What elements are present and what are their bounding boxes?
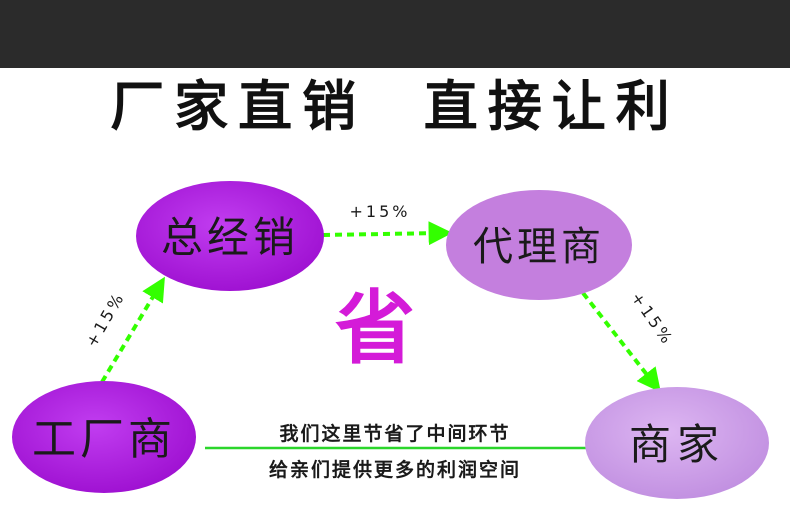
node-agent [446, 190, 632, 300]
node-factory [12, 381, 196, 493]
arrow-label-agent-merchant: +15% [627, 288, 678, 349]
headline: 厂家直销 直接让利 [0, 72, 790, 142]
bottom-text-line2: 给亲们提供更多的利润空间 [269, 458, 521, 481]
node-agent-label: 代理商 [473, 224, 605, 270]
arrow-label-factory-distributor: +15% [82, 288, 129, 350]
node-distributor-label: 总经销 [161, 213, 299, 262]
bottom-text-line1: 我们这里节省了中间环节 [279, 422, 510, 445]
node-factory-label: 工厂商 [32, 414, 176, 465]
center-save-char: 省 [335, 282, 415, 375]
arrow-distributor-to-agent [322, 221, 453, 246]
headline-right: 直接让利 [423, 75, 680, 138]
node-merchant [585, 387, 769, 499]
top-bar [0, 0, 790, 68]
arrow-agent-to-merchant [581, 291, 661, 393]
headline-left: 厂家直销 [110, 75, 367, 138]
node-merchant-label: 商家 [629, 420, 725, 469]
arrow-factory-to-distributor [100, 276, 165, 384]
node-distributor [136, 181, 324, 291]
arrow-label-distributor-agent: +15% [350, 202, 411, 221]
